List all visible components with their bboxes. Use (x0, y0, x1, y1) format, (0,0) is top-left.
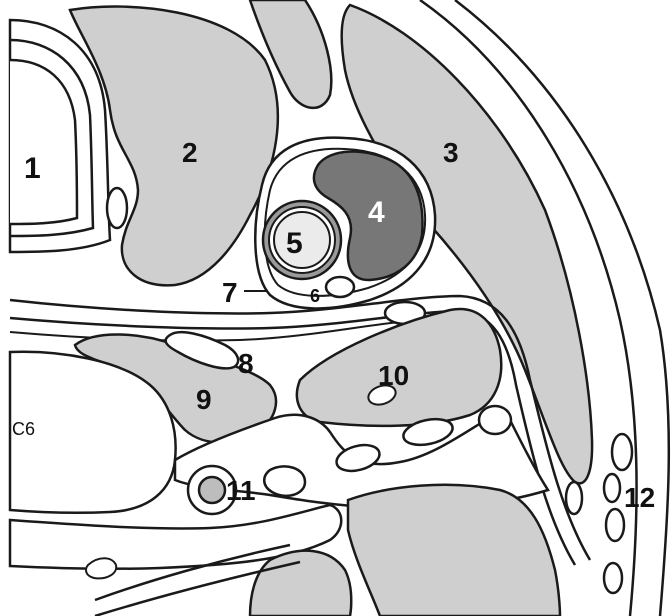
label-9: 9 (196, 384, 212, 415)
posterior-muscle-lower-right (348, 485, 560, 616)
label-3: 3 (443, 137, 459, 168)
label-4: 4 (368, 196, 385, 229)
lymph-node-3 (606, 509, 624, 541)
vertebral-artery (199, 477, 225, 503)
lymph-node-2 (604, 474, 620, 502)
label-6: 6 (310, 286, 320, 306)
nerve-root-3 (479, 406, 511, 434)
label-10: 10 (378, 360, 409, 391)
label-8: 8 (238, 348, 254, 379)
lymph-node-4 (604, 563, 622, 593)
label-7: 7 (222, 277, 238, 308)
lymph-node-1 (612, 434, 632, 470)
label-c6: C6 (12, 419, 35, 439)
label-12: 12 (624, 482, 655, 513)
vagus-nerve (326, 277, 354, 297)
lymph-node-5 (566, 482, 582, 514)
label-2: 2 (182, 137, 198, 168)
posterior-muscle-lower-left (250, 551, 351, 616)
label-1: 1 (24, 152, 41, 185)
label-5: 5 (286, 227, 303, 260)
articular-process (264, 466, 305, 495)
label-11: 11 (226, 475, 256, 506)
parathyroid-nodule (107, 188, 127, 228)
